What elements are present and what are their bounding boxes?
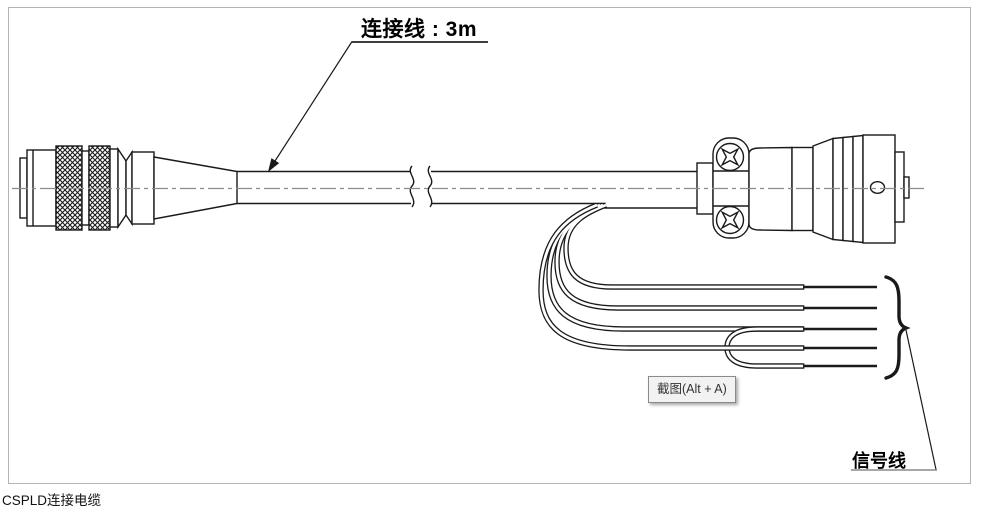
clamp-screw-top (715, 142, 745, 172)
signal-wires-label: 信号线 (852, 451, 906, 471)
signal-wires (538, 202, 877, 369)
break-symbol (409, 165, 433, 208)
stripped-wire-tips (804, 285, 877, 368)
cable-left-segment (237, 170, 411, 205)
arrowhead-icon (268, 158, 280, 172)
cable-length-label: 连接线 : 3m (361, 18, 478, 41)
cable (237, 165, 698, 209)
leader-line (905, 329, 937, 470)
phillips-screw-icon (720, 147, 740, 167)
frame-border (8, 7, 971, 484)
connector-face (894, 151, 905, 223)
keyway-oval (869, 180, 886, 194)
cable-length-annotation (268, 41, 488, 172)
screenshot-tool-tooltip: 截图(Alt + A) (648, 376, 736, 403)
face-tab (903, 176, 910, 199)
phillips-screw-icon (720, 210, 740, 230)
clamp-screw-bottom (715, 205, 745, 235)
leader-line (269, 41, 353, 169)
curly-brace-icon (884, 275, 911, 380)
drawing-caption: CSPLD连接电缆 (2, 493, 102, 508)
signal-wires-annotation (851, 275, 937, 471)
cable-right-segment (431, 170, 698, 209)
